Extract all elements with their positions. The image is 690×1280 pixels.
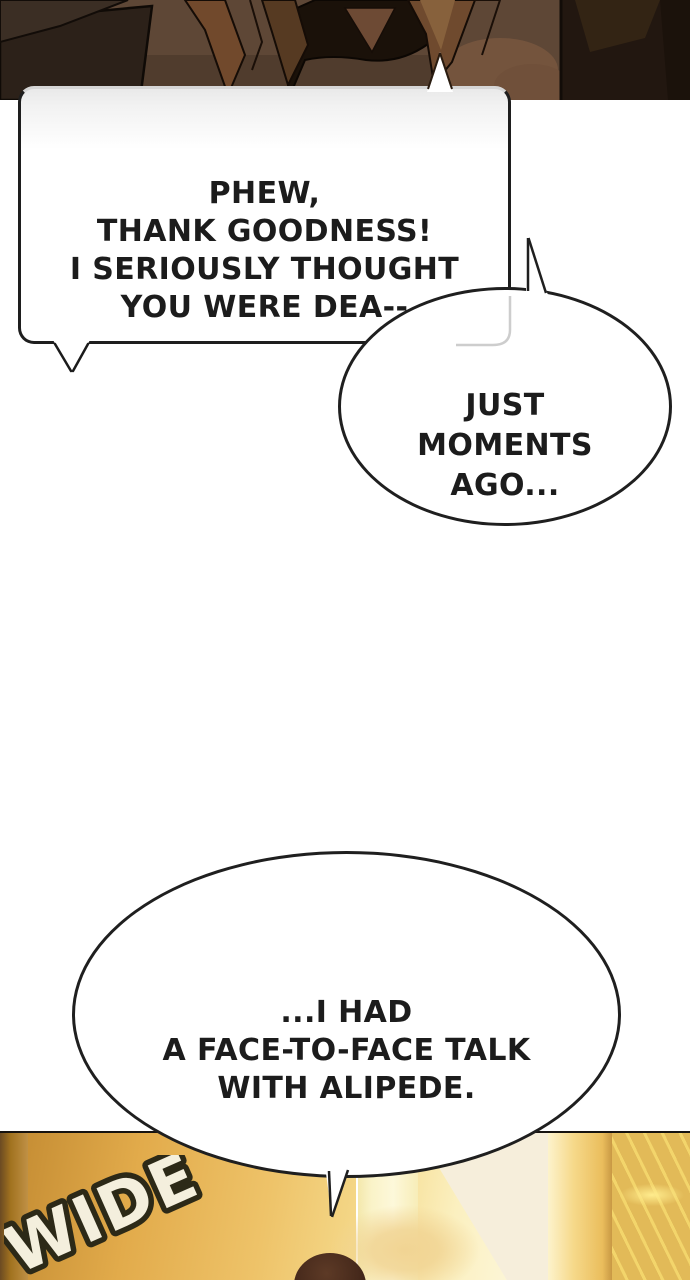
sfx-lettering: WIDE [4, 1155, 216, 1280]
sfx-text: WIDE [4, 1155, 211, 1280]
tail-up-ellipse-1 [526, 236, 548, 295]
tail-down-rect-bubble [53, 340, 90, 373]
speech-text-2: JUST MOMENTS AGO... [417, 388, 593, 503]
hallway-left-dark-strip [0, 1133, 30, 1280]
speech-text-1: PHEW, THANK GOODNESS! I SERIOUSLY THOUGH… [69, 176, 460, 325]
gold-light-strip [548, 1133, 612, 1280]
speech-text-3: ...I HAD A FACE-TO-FACE TALK WITH ALIPED… [162, 995, 531, 1106]
speech-bubble-ellipse-1: JUST MOMENTS AGO... [338, 287, 672, 526]
top-panel-illustration [0, 0, 690, 100]
speech-bubble-ellipse-2: ...I HAD A FACE-TO-FACE TALK WITH ALIPED… [72, 851, 621, 1178]
top-panel-artwork [0, 0, 690, 100]
gold-wall-right [612, 1133, 690, 1280]
